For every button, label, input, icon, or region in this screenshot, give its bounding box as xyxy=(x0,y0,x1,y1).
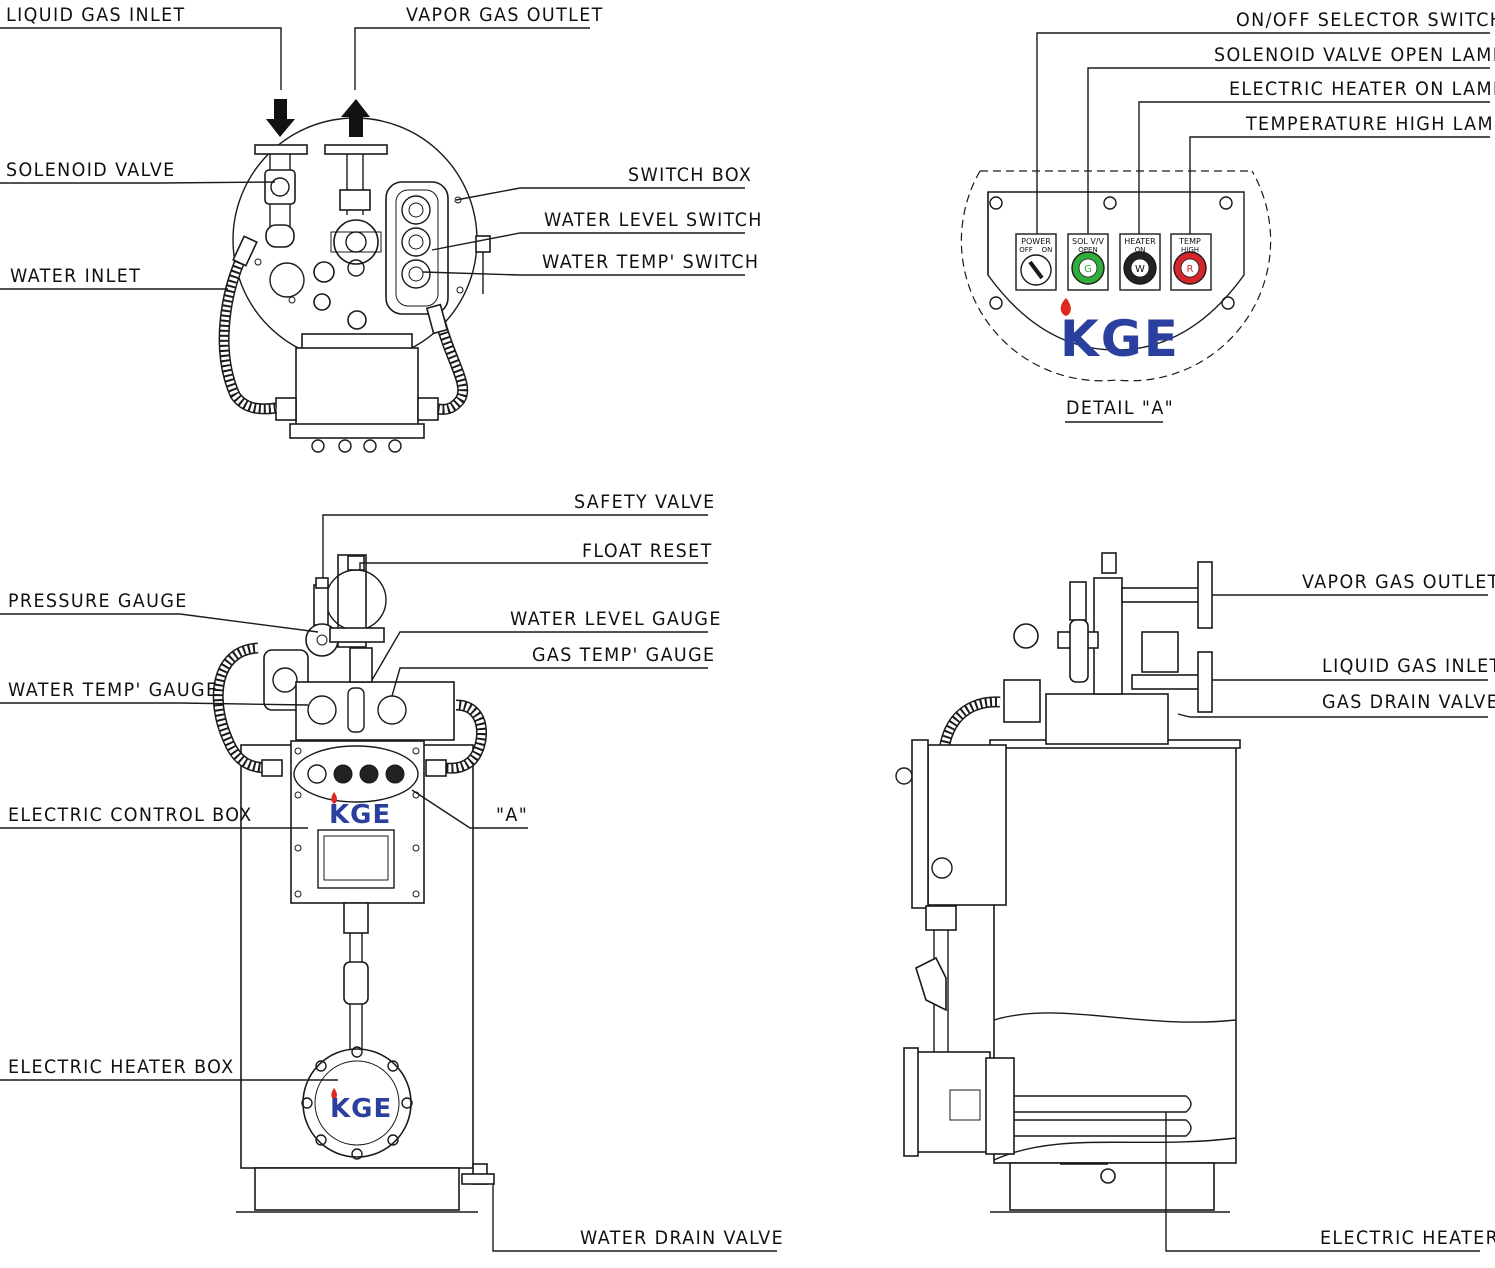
side-view xyxy=(895,552,1241,1213)
heater-lamp-title: HEATER xyxy=(1124,237,1156,246)
label-solenoid-valve: SOLENOID VALVE xyxy=(6,159,176,181)
label-pressure-gauge: PRESSURE GAUGE xyxy=(8,590,188,612)
side-view-leaders xyxy=(1165,594,1488,1252)
label-liquid-gas-inlet-top: LIQUID GAS INLET xyxy=(6,4,186,26)
flame-icon xyxy=(331,1088,337,1100)
power-switch-title: POWER xyxy=(1021,237,1051,246)
label-vapor-gas-outlet-top: VAPOR GAS OUTLET xyxy=(406,4,604,26)
label-liquid-gas-inlet-side: LIQUID GAS INLET xyxy=(1322,655,1495,677)
label-electric-heater-on-lamp: ELECTRIC HEATER ON LAMP xyxy=(1229,78,1495,100)
label-water-level-gauge: WATER LEVEL GAUGE xyxy=(510,608,722,630)
detail-a-panel xyxy=(960,32,1490,423)
label-electric-control-box: ELECTRIC CONTROL BOX xyxy=(8,804,253,826)
vapor-gas-outlet-arrow-icon xyxy=(341,99,370,137)
solenoid-lamp-sub: OPEN xyxy=(1078,246,1097,254)
front-view xyxy=(212,554,495,1213)
heater-lamp-sub: ON xyxy=(1135,246,1146,254)
temp-lamp-title: TEMP xyxy=(1178,237,1201,246)
label-safety-valve: SAFETY VALVE xyxy=(574,491,716,513)
kge-logo-heater-box: KGE xyxy=(330,1094,392,1124)
top-view xyxy=(218,99,491,453)
label-water-temp-gauge: WATER TEMP' GAUGE xyxy=(8,679,219,701)
kge-logo-control-box: KGE xyxy=(329,800,391,830)
label-on-off-selector-switch: ON/OFF SELECTOR SWITCH xyxy=(1236,9,1495,31)
liquid-gas-inlet-arrow-icon xyxy=(266,99,295,137)
solenoid-lamp-title: SOL V/V xyxy=(1072,237,1105,246)
label-callout-a: "A" xyxy=(496,804,529,826)
label-water-temp-switch: WATER TEMP' SWITCH xyxy=(542,251,760,273)
label-vapor-gas-outlet-side: VAPOR GAS OUTLET xyxy=(1302,571,1495,593)
label-detail-a: DETAIL "A" xyxy=(1066,397,1175,419)
power-switch-on: ON xyxy=(1042,246,1053,254)
label-electric-heater: ELECTRIC HEATER xyxy=(1320,1227,1495,1249)
label-water-level-switch: WATER LEVEL SWITCH xyxy=(544,209,763,231)
heater-lamp-letter: W xyxy=(1135,264,1145,275)
label-gas-drain-valve: GAS DRAIN VALVE xyxy=(1322,691,1495,713)
power-switch-off: OFF xyxy=(1019,246,1033,254)
front-view-leaders xyxy=(0,514,777,1252)
flame-icon xyxy=(1060,298,1071,316)
flame-icon xyxy=(331,792,337,804)
temp-lamp-sub: HIGH xyxy=(1181,246,1199,254)
label-water-inlet: WATER INLET xyxy=(10,265,142,287)
label-electric-heater-box: ELECTRIC HEATER BOX xyxy=(8,1056,235,1078)
label-solenoid-valve-open-lamp: SOLENOID VALVE OPEN LAMP xyxy=(1214,44,1495,66)
label-switch-box: SWITCH BOX xyxy=(628,164,753,186)
solenoid-lamp-letter: G xyxy=(1084,264,1092,275)
top-view-leaders xyxy=(0,27,745,290)
label-gas-temp-gauge: GAS TEMP' GAUGE xyxy=(532,644,716,666)
label-temperature-high-lamp: TEMPERATURE HIGH LAMP xyxy=(1246,113,1495,135)
label-float-reset: FLOAT RESET xyxy=(582,540,713,562)
label-water-drain-valve: WATER DRAIN VALVE xyxy=(580,1227,785,1249)
temp-lamp-letter: R xyxy=(1187,264,1194,275)
kge-logo-detail: KGE xyxy=(1060,310,1180,368)
